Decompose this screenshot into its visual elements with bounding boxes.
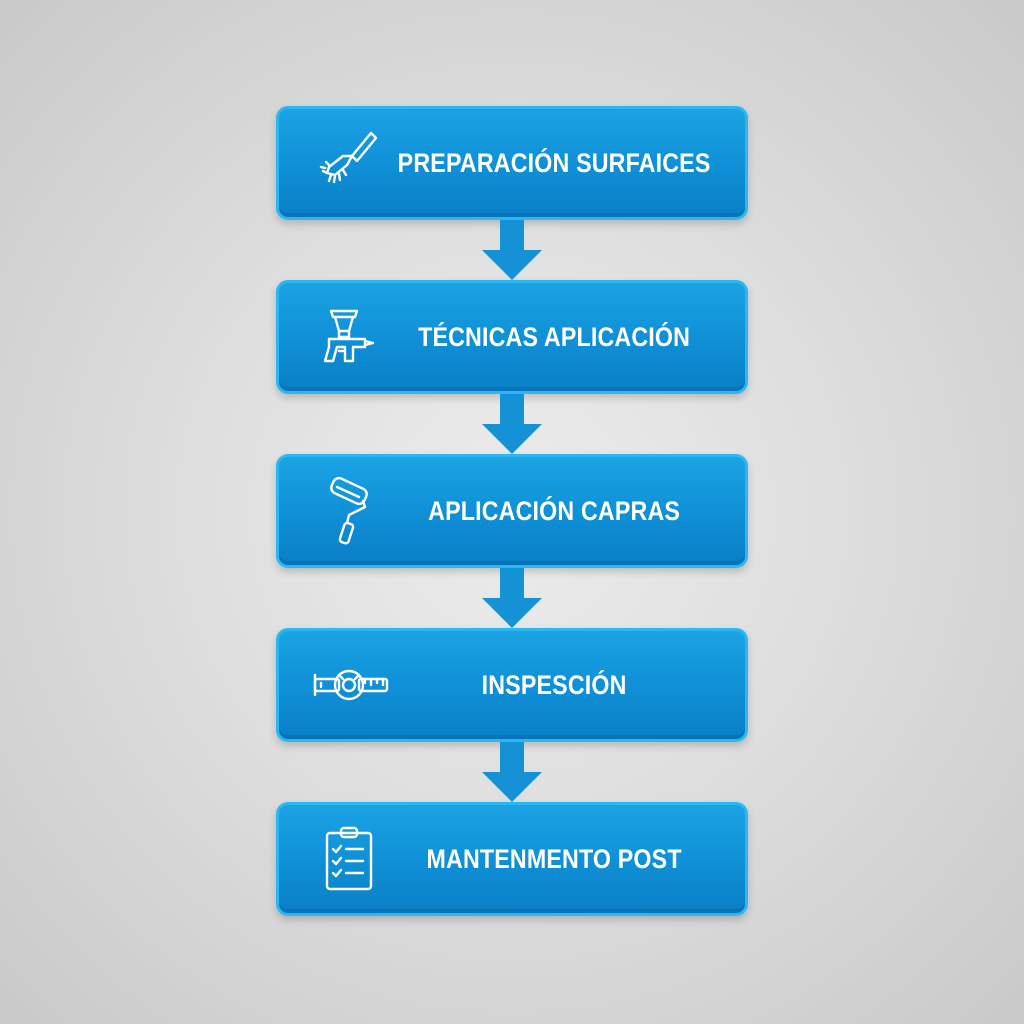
step-application-techniques: TÉCNICAS APLICACIÓN (276, 280, 748, 394)
step-inspection: INSPESCIÓN (276, 628, 748, 742)
clipboard-checklist-icon (309, 819, 389, 899)
flow-arrow (276, 742, 748, 802)
step-label: APLICACIÓN CAPRAS (428, 495, 681, 526)
arrow-down-icon (482, 394, 542, 454)
spray-gun-icon (309, 297, 389, 377)
step-label: PREPARACIÓN SURFAICES (397, 147, 711, 178)
step-layer-application: APLICACIÓN CAPRAS (276, 454, 748, 568)
brush-icon (309, 123, 389, 203)
process-flowchart: PREPARACIÓN SURFAICES TÉCNICAS APLICACIÓ… (276, 106, 748, 916)
arrow-down-icon (482, 220, 542, 280)
step-label: TÉCNICAS APLICACIÓN (418, 321, 691, 352)
step-post-maintenance: MANTENMENTO POST (276, 802, 748, 916)
step-label: INSPESCIÓN (481, 669, 627, 700)
paint-roller-icon (309, 471, 389, 551)
step-surface-preparation: PREPARACIÓN SURFAICES (276, 106, 748, 220)
flow-arrow (276, 220, 748, 280)
flow-arrow (276, 568, 748, 628)
arrow-down-icon (482, 742, 542, 802)
flow-arrow (276, 394, 748, 454)
arrow-down-icon (482, 568, 542, 628)
step-label: MANTENMENTO POST (426, 843, 682, 874)
gauge-ruler-icon (309, 645, 389, 725)
